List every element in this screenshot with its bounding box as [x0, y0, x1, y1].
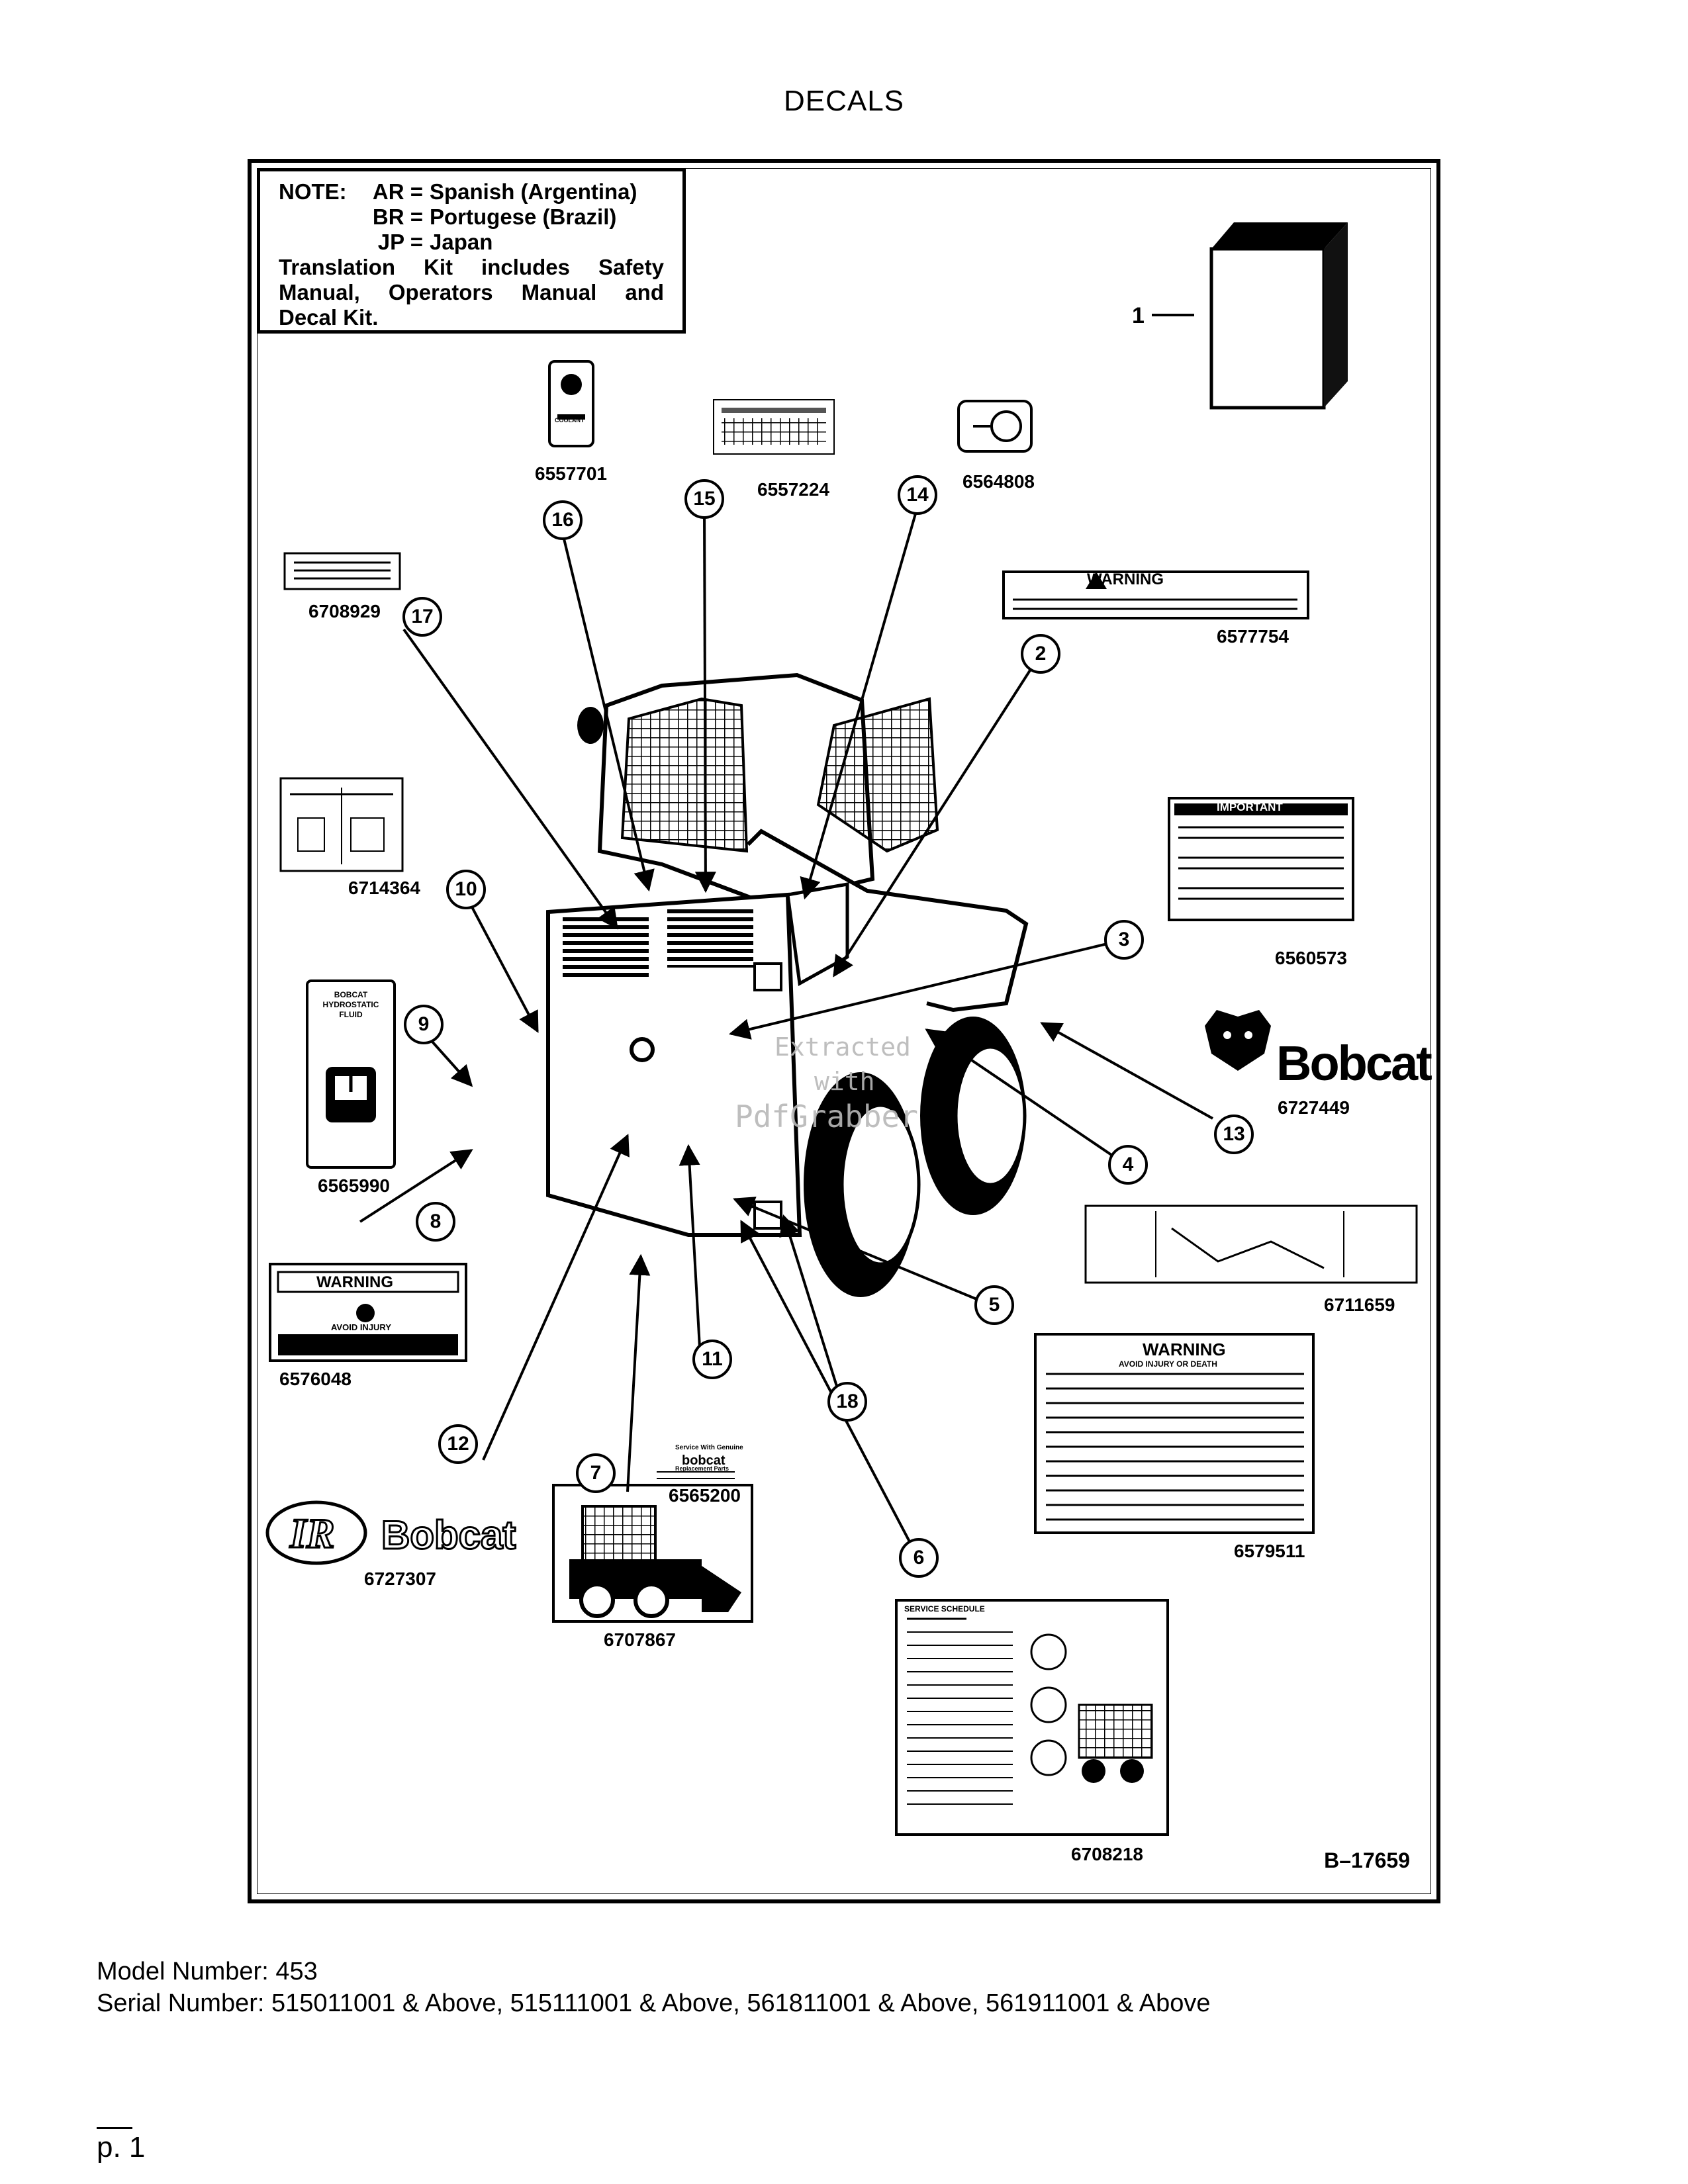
- callout-18: 18: [827, 1382, 867, 1422]
- warning-decal-6577754: [1002, 570, 1309, 619]
- watermark-line: with: [814, 1067, 875, 1096]
- footer-divider: [97, 2127, 132, 2129]
- warning-decal-6579511: [1034, 1333, 1315, 1534]
- callout-5: 5: [974, 1285, 1014, 1325]
- note-kit-line: Decal Kit.: [279, 305, 379, 330]
- service-schedule-decal-6708218: [895, 1599, 1169, 1836]
- warning-text: WARNING: [1143, 1340, 1226, 1359]
- service-with-text: Service With Genuine: [675, 1444, 743, 1451]
- replacement-parts-text: Replacement Parts: [675, 1465, 729, 1472]
- important-decal-6560573: [1168, 797, 1354, 921]
- warning-decal-6576048: [269, 1263, 467, 1362]
- label-decal-6708929: [283, 552, 401, 590]
- hydro-text: BOBCAT HYDROSTATIC FLUID: [322, 990, 379, 1019]
- warning-text: WARNING: [316, 1273, 393, 1291]
- part-number-6565200: 6565200: [669, 1485, 741, 1506]
- part-number-6711659: 6711659: [1324, 1295, 1395, 1315]
- replacement-parts-decal-6565200: [657, 1471, 735, 1479]
- note-label: NOTE:: [279, 179, 347, 204]
- part-number-6727307: 6727307: [364, 1569, 437, 1589]
- callout-3: 3: [1104, 920, 1144, 960]
- coolant-decal-6557701: [548, 360, 594, 447]
- svg-text:Bobcat: Bobcat: [381, 1513, 516, 1557]
- callout-leader-lines: [359, 506, 1213, 1560]
- warning-text: WARNING: [1087, 570, 1164, 588]
- note-entry: BR = Portugese (Brazil): [279, 205, 664, 230]
- note-kit-line: Translation Kit includes Safety: [279, 255, 664, 279]
- part-number-6579511: 6579511: [1234, 1541, 1305, 1561]
- note-code: AR =: [372, 179, 423, 204]
- note-entry: JP = Japan: [279, 230, 664, 255]
- page-title: DECALS: [783, 85, 905, 117]
- part-number-6577754: 6577754: [1217, 626, 1289, 647]
- note-language: Japan: [430, 230, 493, 254]
- callout-11: 11: [692, 1340, 732, 1379]
- model-number: Model Number: 453: [97, 1958, 318, 1985]
- part-number-6714364: 6714364: [348, 878, 421, 898]
- callout-10: 10: [446, 870, 486, 909]
- watermark-line: Extracted: [774, 1032, 911, 1062]
- callout-17: 17: [402, 597, 442, 637]
- part-number-6565990: 6565990: [318, 1175, 391, 1196]
- label-decal-6711659: [1084, 1205, 1418, 1284]
- part-number-6564808: 6564808: [962, 471, 1035, 492]
- translation-kit-box: [1152, 222, 1348, 410]
- figure-id: B–17659: [1324, 1848, 1410, 1872]
- callout-6: 6: [899, 1538, 939, 1578]
- label-decal-6714364: [279, 777, 404, 872]
- callout-16: 16: [543, 500, 583, 540]
- callout-13: 13: [1214, 1115, 1254, 1154]
- bobcat-logo-decal-6727449: [1205, 1010, 1271, 1071]
- part-number-6727449: 6727449: [1278, 1097, 1350, 1118]
- bobcat-small-text: bobcat: [682, 1453, 726, 1468]
- hydrostatic-fluid-decal-6565990: [306, 979, 396, 1169]
- callout-7: 7: [576, 1453, 616, 1493]
- serial-number: Serial Number: 515011001 & Above, 515111…: [97, 1989, 1211, 2017]
- page-number: p. 1: [97, 2131, 146, 2163]
- callout-9: 9: [404, 1005, 444, 1044]
- frame-inner-border: [257, 168, 1431, 1894]
- part-number-6576048: 6576048: [279, 1369, 352, 1389]
- decal-diagram: IR Bobcat: [265, 222, 1418, 1836]
- avoid-injury-text: AVOID INJURY: [331, 1322, 392, 1332]
- note-language: Spanish (Argentina): [430, 179, 637, 204]
- coolant-text: COOLANT: [555, 417, 585, 424]
- service-schedule-text: SERVICE SCHEDULE: [904, 1604, 985, 1614]
- bobcat-wordmark: Bobcat: [1276, 1036, 1432, 1091]
- part-number-6707867: 6707867: [604, 1629, 677, 1650]
- label-decal-6557224: [713, 399, 835, 455]
- part-number-6557224: 6557224: [757, 479, 830, 500]
- svg-text:IR: IR: [289, 1510, 335, 1557]
- note-box: NOTE: AR = Spanish (Argentina) BR = Port…: [257, 168, 686, 334]
- part-number-6708929: 6708929: [308, 601, 381, 621]
- note-language: Portugese (Brazil): [430, 205, 617, 229]
- watermark-line: PdfGrabber: [735, 1099, 918, 1134]
- callout-8: 8: [416, 1202, 455, 1242]
- important-text: IMPORTANT: [1217, 801, 1283, 813]
- note-entry: NOTE: AR = Spanish (Argentina): [279, 179, 664, 205]
- note-code: JP =: [377, 230, 423, 254]
- loader-picture-decal-6707867: [552, 1484, 753, 1623]
- avoid-injury-death-text: AVOID INJURY OR DEATH: [1119, 1359, 1217, 1369]
- callout-15: 15: [684, 479, 724, 519]
- part-number-6708218: 6708218: [1071, 1844, 1144, 1864]
- ir-bobcat-logo-decal-6727307: IR Bobcat: [265, 1500, 517, 1565]
- callout-14: 14: [898, 475, 937, 515]
- lift-arm-decal-6564808: [957, 400, 1033, 453]
- callout-1: 1: [1132, 303, 1145, 328]
- callout-4: 4: [1108, 1145, 1148, 1185]
- callout-2: 2: [1021, 634, 1060, 674]
- part-number-6557701: 6557701: [535, 463, 608, 484]
- part-number-6560573: 6560573: [1275, 948, 1348, 968]
- note-code: BR =: [372, 205, 423, 229]
- callout-12: 12: [438, 1424, 478, 1464]
- decal-diagram-frame: IR Bobcat: [248, 159, 1440, 1903]
- note-kit-line: Manual, Operators Manual and: [279, 280, 664, 304]
